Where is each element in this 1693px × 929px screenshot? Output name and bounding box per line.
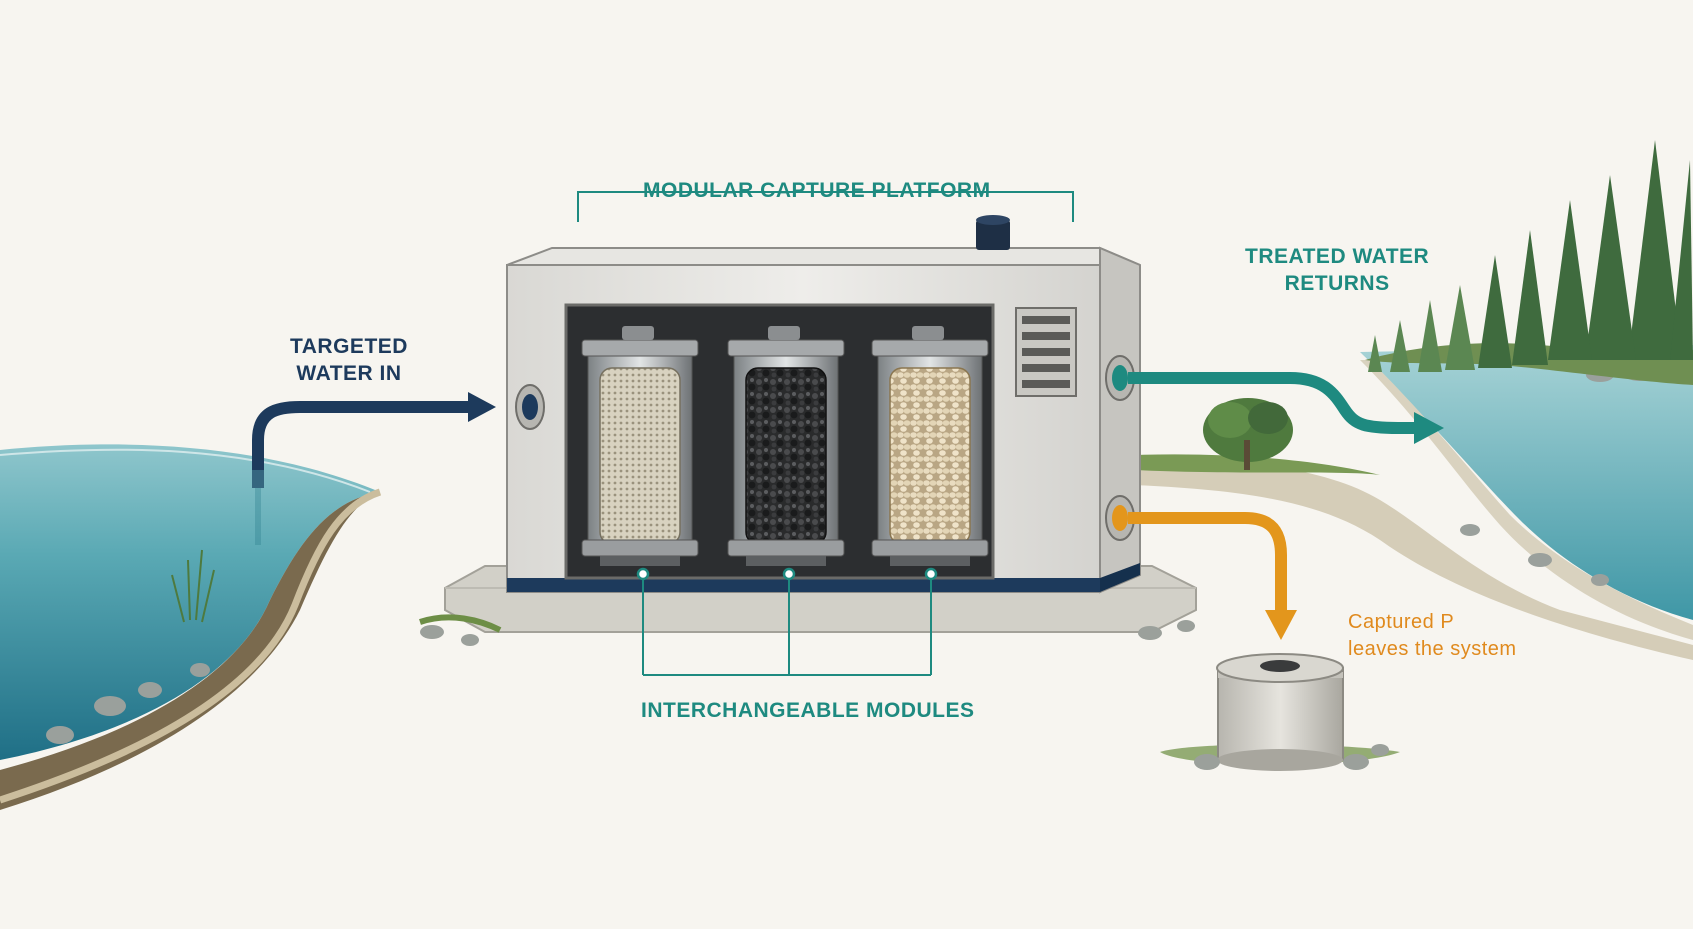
module-leader-lines bbox=[636, 567, 938, 676]
platform-label-text: MODULAR CAPTURE PLATFORM bbox=[643, 179, 991, 202]
platform-bracket bbox=[577, 191, 1074, 222]
shrub-icon bbox=[1203, 398, 1293, 470]
treated-water-label: TREATED WATER RETURNS bbox=[1245, 243, 1429, 297]
inflow-pipe bbox=[252, 401, 470, 545]
capture-pipe bbox=[1128, 512, 1287, 610]
capture-arrow-icon bbox=[1265, 610, 1297, 640]
water-in-label: TARGETED WATER IN bbox=[290, 333, 408, 387]
inflow-arrow-icon bbox=[468, 392, 496, 422]
modules-label: INTERCHANGEABLE MODULES bbox=[641, 697, 975, 724]
modules-label-text: INTERCHANGEABLE MODULES bbox=[641, 699, 975, 722]
captured-p-label-line-1: Captured P bbox=[1348, 611, 1455, 633]
water-in-label-line-2: WATER IN bbox=[296, 362, 402, 385]
outflow-arrow-icon bbox=[1414, 412, 1444, 444]
left-water-body bbox=[0, 444, 382, 810]
captured-p-label: Captured P leaves the system bbox=[1348, 609, 1517, 663]
pellet-media-module bbox=[871, 326, 989, 566]
collection-tank bbox=[1160, 653, 1400, 771]
capture-port bbox=[1105, 495, 1135, 541]
platform-label: MODULAR CAPTURE PLATFORM bbox=[643, 177, 991, 204]
vent-grille-icon bbox=[1015, 307, 1077, 397]
captured-p-label-line-2: leaves the system bbox=[1348, 638, 1517, 660]
dark-media-module bbox=[727, 326, 845, 566]
treated-water-label-line-1: TREATED WATER bbox=[1245, 245, 1430, 268]
treated-water-label-line-2: RETURNS bbox=[1284, 272, 1390, 295]
outflow-pipe bbox=[1128, 372, 1418, 434]
conifer-tree-icon bbox=[1368, 140, 1693, 372]
mesh-filter-module bbox=[581, 326, 699, 566]
inlet-port bbox=[515, 384, 545, 430]
water-in-label-line-1: TARGETED bbox=[290, 335, 408, 358]
